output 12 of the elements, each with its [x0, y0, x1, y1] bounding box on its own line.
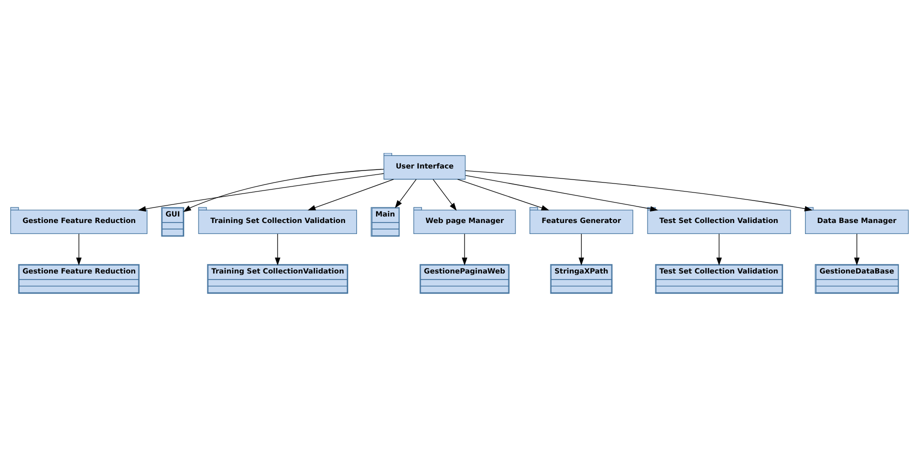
- arrow: [138, 173, 384, 212]
- arrow: [394, 179, 417, 208]
- arrow: [76, 233, 82, 266]
- arrow: [716, 233, 722, 266]
- arrow: [457, 178, 550, 210]
- arrow: [462, 233, 468, 266]
- arrow: [578, 233, 584, 266]
- arrow: [274, 233, 280, 266]
- arrow: [183, 168, 384, 212]
- arrow: [432, 179, 457, 211]
- arrow: [308, 178, 394, 210]
- arrow: [854, 233, 860, 266]
